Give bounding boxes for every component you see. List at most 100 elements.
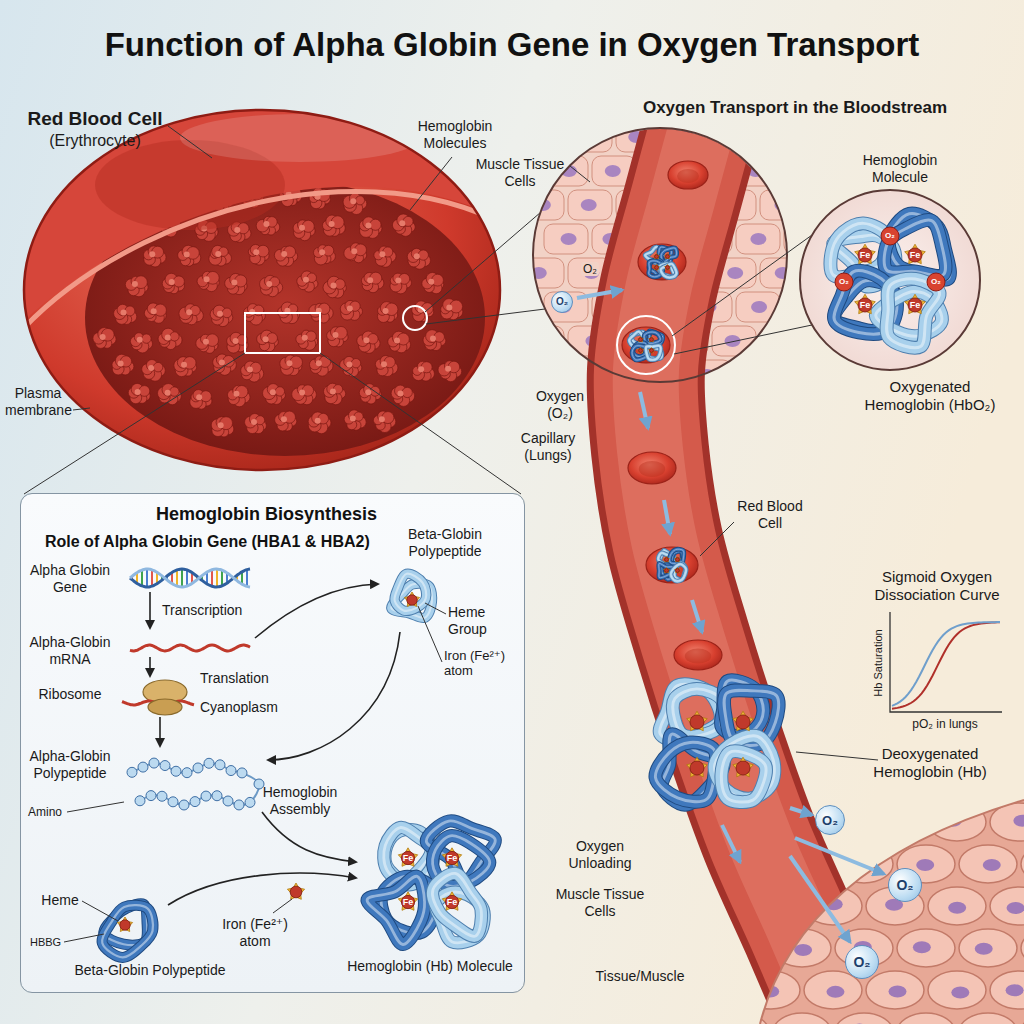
cell-interior [394, 338, 400, 344]
hemoglobin-molecule [367, 876, 425, 944]
beta-globin [102, 905, 153, 957]
red-blood-cell [622, 327, 670, 363]
leader-line [64, 934, 104, 942]
hemoglobin-molecule [655, 742, 716, 801]
mrna-strand [130, 645, 250, 651]
muscle-tissue [897, 1013, 955, 1024]
hemoglobin-molecule [655, 266, 659, 270]
cell-interior [218, 422, 224, 428]
hemoglobin-molecule [736, 715, 750, 729]
label-box: Amino [28, 805, 62, 819]
hemoglobin-molecule [398, 892, 417, 911]
zoom-circle [533, 128, 787, 382]
leader-line [418, 606, 442, 662]
hemoglobin-molecule [855, 294, 876, 314]
process-arrow [168, 873, 356, 905]
cell-interior [222, 308, 232, 318]
hemoglobin-molecule [654, 254, 660, 260]
part-label: Red Blood Cell [730, 498, 810, 531]
part-label: Plasma membrane [5, 385, 71, 418]
polypeptide-chain [182, 768, 192, 778]
tissue-cell [568, 122, 612, 152]
cell-interior [196, 394, 202, 400]
cell-interior [234, 227, 240, 233]
label-box: Capillary (Lungs) [503, 430, 593, 463]
cell-interior [430, 336, 436, 342]
polypeptide-chain [127, 758, 264, 810]
cell-interior [367, 277, 373, 283]
label-box: (Erythrocyte) [49, 132, 141, 151]
hemoglobin-molecule [671, 564, 686, 581]
hemoglobin-molecule [638, 348, 644, 353]
muscle-tissue [1007, 902, 1024, 914]
dna-helix [141, 570, 143, 586]
zoom-ring [403, 306, 427, 330]
panel-ground [21, 494, 524, 992]
hemoglobin-molecule [665, 569, 669, 573]
process-arrow [268, 632, 400, 760]
label-box: Fe [403, 854, 414, 863]
cell-interior [428, 279, 434, 285]
part-label: Oxygenated Hemoglobin (HbO₂) [850, 378, 1010, 413]
muscle-tissue [1006, 984, 1024, 996]
label-box: Fe [860, 251, 871, 260]
process-arrow [149, 592, 151, 628]
cell-interior [118, 361, 124, 367]
atom-label: Fe [447, 854, 458, 863]
tissue-cell [520, 122, 564, 152]
hemoglobin-molecule [690, 715, 704, 729]
label-box: O₂ [581, 262, 599, 276]
biosynthesis-art [102, 569, 495, 957]
beta-globin [391, 574, 432, 618]
hemoglobin-molecule [721, 751, 766, 802]
red-blood-cell [646, 547, 698, 583]
atom-label: O₂ [839, 278, 849, 286]
cell-interior [275, 387, 284, 396]
cell-interior [351, 359, 360, 368]
hemoglobin-molecule [432, 873, 481, 936]
hemoglobin-molecule [905, 244, 926, 264]
red-blood-cell [674, 640, 722, 670]
label-box: Heme Group [448, 604, 510, 637]
cell-interior [330, 283, 336, 289]
cell-interior [219, 359, 225, 365]
cell-interior [121, 309, 127, 315]
hemoglobin-molecule [661, 248, 677, 262]
cell-interior [446, 304, 452, 310]
leader-line [700, 522, 734, 556]
muscle-tissue [1013, 815, 1024, 827]
hemoglobin-molecule [665, 558, 669, 562]
hemoglobin-molecule [655, 742, 716, 801]
oxygen-arrow [577, 290, 622, 298]
cell-interior [402, 387, 412, 397]
label-box: HBBG [30, 936, 61, 949]
muscle-tissue [826, 986, 844, 998]
dna-helix [216, 569, 218, 587]
cell-interior [281, 251, 287, 257]
tissue-cell [544, 360, 588, 390]
polypeptide-chain [193, 763, 203, 773]
cell-interior [266, 281, 272, 287]
red-blood-cell [677, 169, 699, 183]
ribosome [122, 680, 194, 715]
muscle-tissue [732, 775, 750, 787]
red-blood-cell [628, 452, 676, 484]
label-box: Hb Saturation [873, 629, 884, 696]
atom-label: Fe [910, 251, 921, 260]
cell-interior [395, 278, 401, 284]
hemoglobin-molecule [905, 294, 926, 314]
oxygen-label: O₂ [556, 297, 568, 307]
label-box: O₂ [839, 278, 849, 286]
cell-interior [251, 419, 257, 425]
tissue-cell [794, 369, 810, 381]
cell-interior [351, 248, 357, 254]
hemoglobin-molecule [687, 711, 708, 731]
dna-helix [181, 569, 183, 587]
hemoglobin-molecule [687, 757, 708, 777]
red-blood-cell [646, 547, 698, 583]
cell-interior [149, 251, 155, 257]
cell-interior [263, 221, 269, 227]
leader-line [67, 802, 124, 812]
oxygen-arrow [790, 856, 850, 942]
polypeptide-chain [168, 797, 178, 807]
